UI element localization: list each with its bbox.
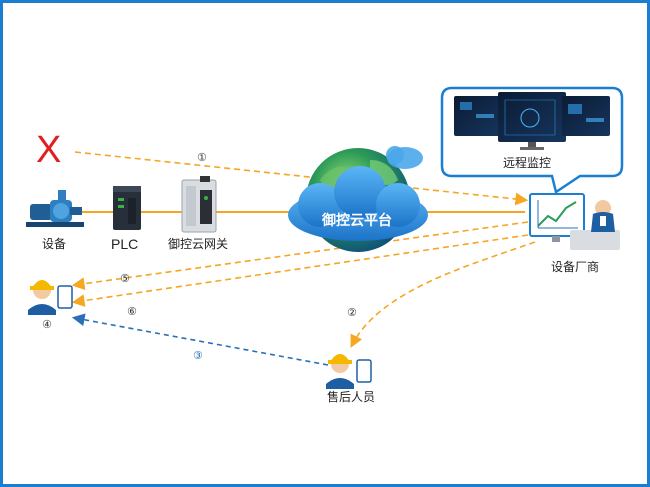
failed-x-marker: X bbox=[36, 129, 61, 171]
remote-monitor-label: 远程监控 bbox=[503, 155, 551, 170]
vendor-label: 设备厂商 bbox=[551, 259, 599, 274]
globe-cloud-icon bbox=[288, 146, 428, 252]
monitor-screens-icon bbox=[454, 92, 610, 150]
technician-engineer-icon bbox=[28, 280, 73, 315]
flow-step-6 bbox=[71, 234, 529, 307]
step-2-label: ② bbox=[347, 306, 357, 319]
flow-step-2 bbox=[350, 241, 536, 348]
after-sales-engineer-icon bbox=[326, 354, 372, 389]
plc-label: PLC bbox=[111, 236, 138, 252]
pump-icon bbox=[26, 190, 84, 227]
step-3-label: ③ bbox=[193, 349, 203, 362]
after-sales-label: 售后人员 bbox=[327, 389, 375, 404]
flow-step-1 bbox=[74, 151, 529, 206]
plc-icon bbox=[113, 186, 141, 230]
gateway-label: 御控云网关 bbox=[168, 236, 228, 251]
step-6-label: ⑥ bbox=[127, 305, 137, 318]
step-4-label: ④ bbox=[42, 318, 52, 331]
cloud-platform-label: 御控云平台 bbox=[321, 212, 392, 229]
gateway-icon bbox=[181, 176, 217, 233]
step-5-label: ⑤ bbox=[120, 272, 130, 285]
device-label: 设备 bbox=[42, 237, 66, 251]
step-1-label: ① bbox=[197, 151, 207, 164]
vendor-workstation-icon bbox=[529, 193, 620, 250]
flow-step-5 bbox=[71, 221, 529, 291]
flow-step-3 bbox=[71, 313, 329, 366]
